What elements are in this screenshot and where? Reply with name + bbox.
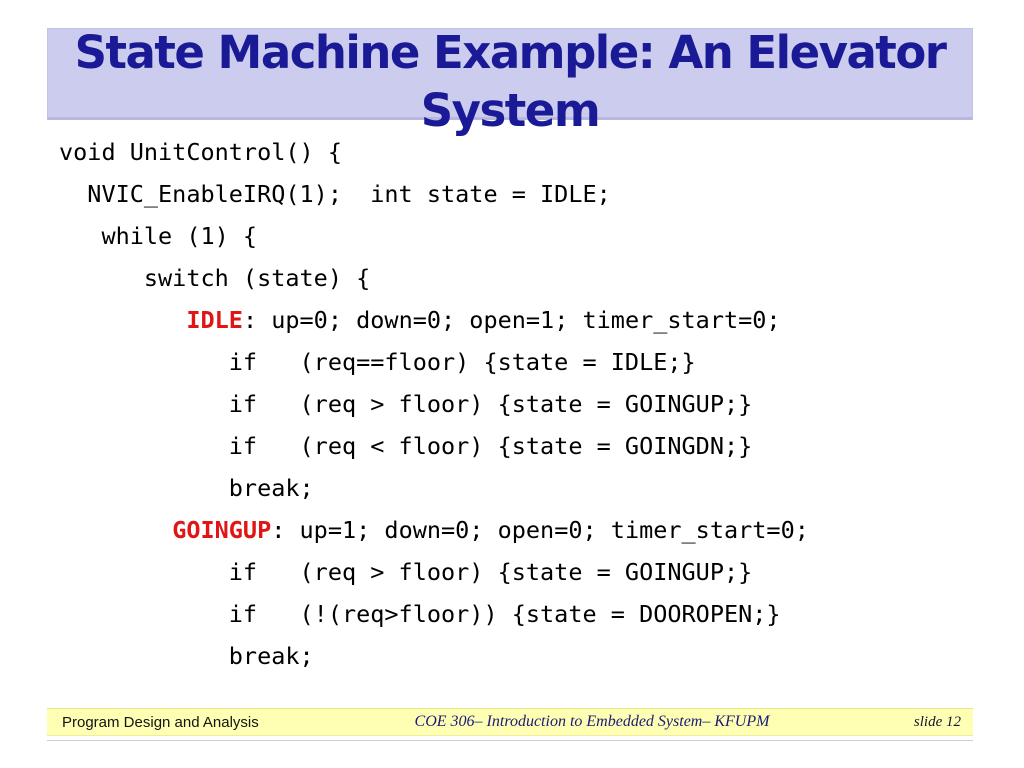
code-line: GOINGUP: up=1; down=0; open=0; timer_sta… (172, 516, 809, 544)
code-line: break; (59, 474, 314, 502)
footer-bar: Program Design and Analysis COE 306– Int… (47, 708, 973, 736)
code-line: if (req > floor) {state = GOINGUP;} (59, 390, 753, 418)
page-title-line-2: System (420, 84, 601, 137)
title-banner (47, 28, 973, 120)
footer-course-title: COE 306– Introduction to Embedded System… (414, 713, 770, 730)
code-line: IDLE: up=0; down=0; open=1; timer_start=… (186, 306, 781, 334)
code-line: break; (59, 642, 314, 670)
page-title-line-1: State Machine Example: An Elevator (74, 26, 947, 79)
code-line: while (1) { (59, 222, 258, 250)
footer-hairline (47, 740, 973, 741)
code-line: switch (state) { (59, 264, 371, 292)
code-line: NVIC_EnableIRQ(1); int state = IDLE; (59, 180, 611, 208)
state-label: GOINGUP (172, 516, 272, 544)
code-line: if (req > floor) {state = GOINGUP;} (59, 558, 753, 586)
code-line: void UnitControl() { (59, 138, 342, 166)
code-line: if (!(req>floor)) {state = DOOROPEN;} (59, 600, 781, 628)
state-label: IDLE (186, 306, 243, 334)
code-line: if (req==floor) {state = IDLE;} (59, 348, 696, 376)
code-block: void UnitControl() { NVIC_EnableIRQ(1); … (59, 131, 809, 677)
code-line: if (req < floor) {state = GOINGDN;} (59, 432, 753, 460)
page-title: State Machine Example: An Elevator Syste… (47, 24, 973, 140)
footer-course-name: Program Design and Analysis (62, 713, 259, 731)
footer-slide-number: slide 12 (913, 713, 961, 730)
